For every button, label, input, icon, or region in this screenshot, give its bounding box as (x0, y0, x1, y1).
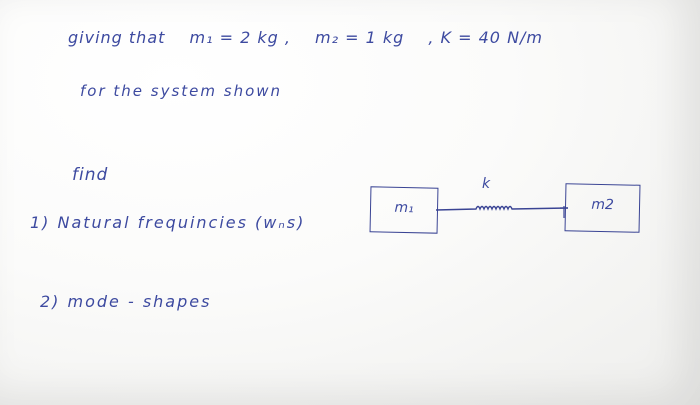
item-natural-frequencies: 1) Natural frequincies (wₙs) (30, 213, 306, 232)
spring-icon (436, 205, 568, 218)
mass-1-box: m₁ (369, 186, 439, 234)
find-label: find (72, 165, 109, 185)
given-prefix: giving that (68, 28, 166, 47)
system-line: for the system shown (80, 82, 283, 100)
item-mode-shapes: 2) mode - shapes (40, 292, 212, 311)
mass-2-box: m2 (564, 183, 641, 233)
given-m1: m₁ = 2 kg , (189, 28, 291, 47)
mass-2-label: m2 (591, 196, 614, 214)
given-line: giving that m₁ = 2 kg , m₂ = 1 kg , K = … (68, 28, 561, 47)
given-k: , K = 40 N/m (428, 28, 544, 47)
mass-1-label: m₁ (394, 199, 414, 217)
given-m2: m₂ = 1 kg (315, 28, 405, 47)
spring-label: k (482, 176, 491, 192)
